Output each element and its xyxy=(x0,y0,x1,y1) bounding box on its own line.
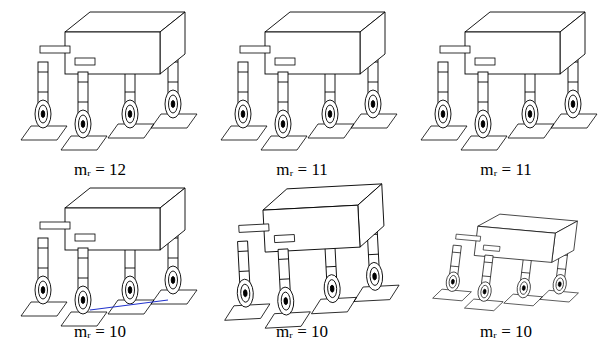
caption-label: mᵣ = 10 xyxy=(480,322,532,342)
caption-label: mᵣ = 11 xyxy=(480,160,532,180)
caption-label: mᵣ = 10 xyxy=(276,322,328,342)
caption-label: mᵣ = 10 xyxy=(74,322,126,342)
caption-label: mᵣ = 12 xyxy=(74,160,126,180)
caption-label: mᵣ = 11 xyxy=(276,160,328,180)
